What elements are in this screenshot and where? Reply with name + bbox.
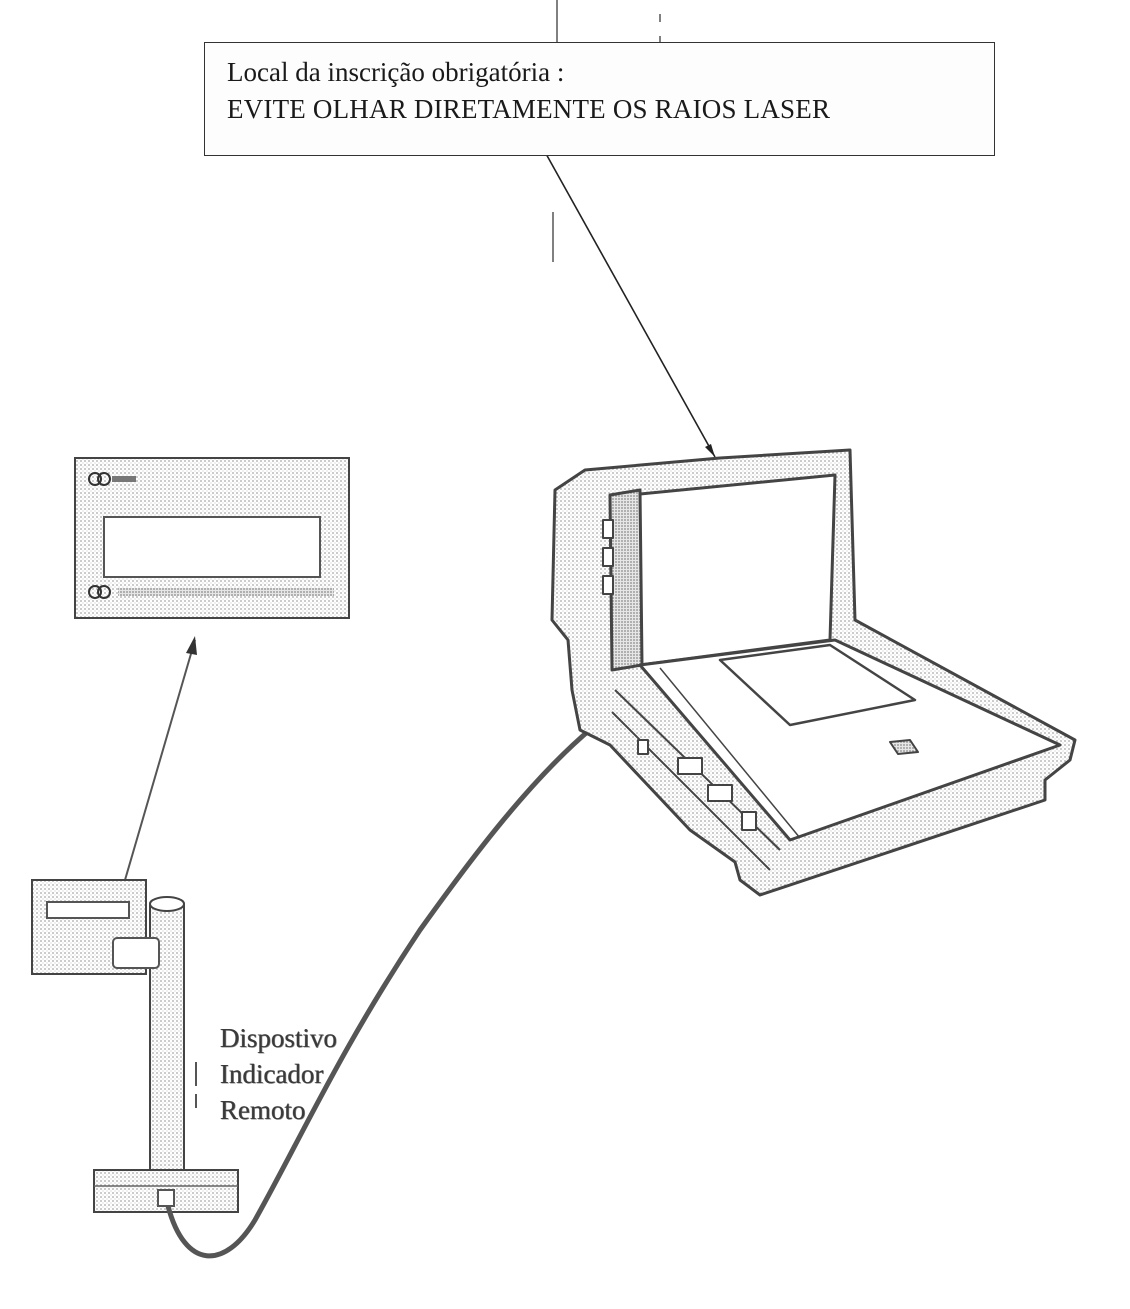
laser-warning-text: EVITE OLHAR DIRETAMENTE OS RAIOS LASER <box>227 94 831 124</box>
remote-display-stand <box>31 879 239 1213</box>
detail-pointer-line <box>124 639 196 881</box>
callout-pointer-arrowhead <box>705 444 715 457</box>
scan-artifacts <box>552 0 661 262</box>
remote-display-detail <box>74 457 350 619</box>
remote-display-label: Dispostivo Indicador Remoto <box>220 1020 380 1128</box>
laser-scanner <box>550 448 1077 897</box>
remote-label-line2: Indicador <box>220 1059 324 1089</box>
mandatory-inscription-callout: Local da inscrição obrigatória : EVITE O… <box>204 42 995 156</box>
remote-label-line3: Remoto <box>220 1095 306 1125</box>
brand-logo-icon <box>88 472 136 599</box>
remote-label-line1: Dispostivo <box>220 1023 338 1053</box>
connection-cable <box>165 726 594 1259</box>
detail-pointer-arrowhead <box>186 636 197 655</box>
callout-caption: Local da inscrição obrigatória : <box>227 57 565 87</box>
callout-pointer-line <box>544 151 716 458</box>
display-legend-strip <box>118 588 334 596</box>
